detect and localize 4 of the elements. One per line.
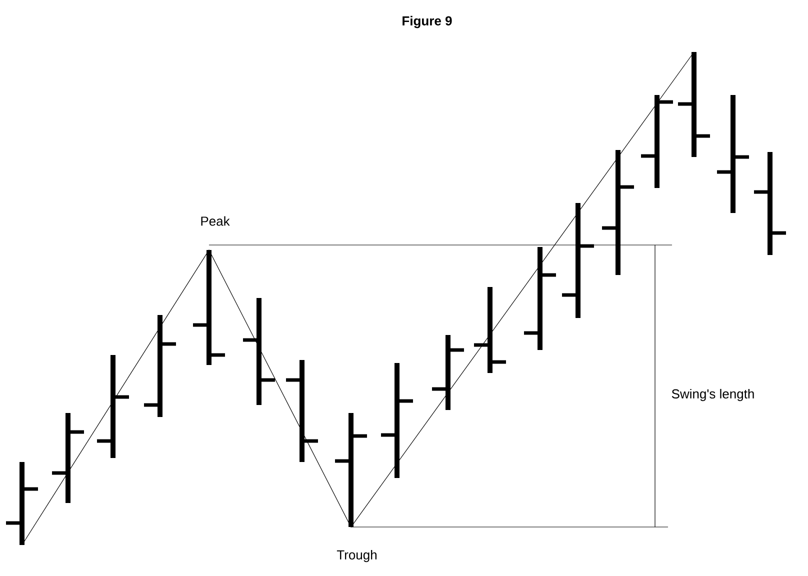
label-text: Peak (201, 216, 230, 226)
figure-title: Figure 9 (402, 16, 452, 28)
label-text: Trough (336, 550, 376, 562)
label-text: Swing's length (672, 388, 754, 402)
